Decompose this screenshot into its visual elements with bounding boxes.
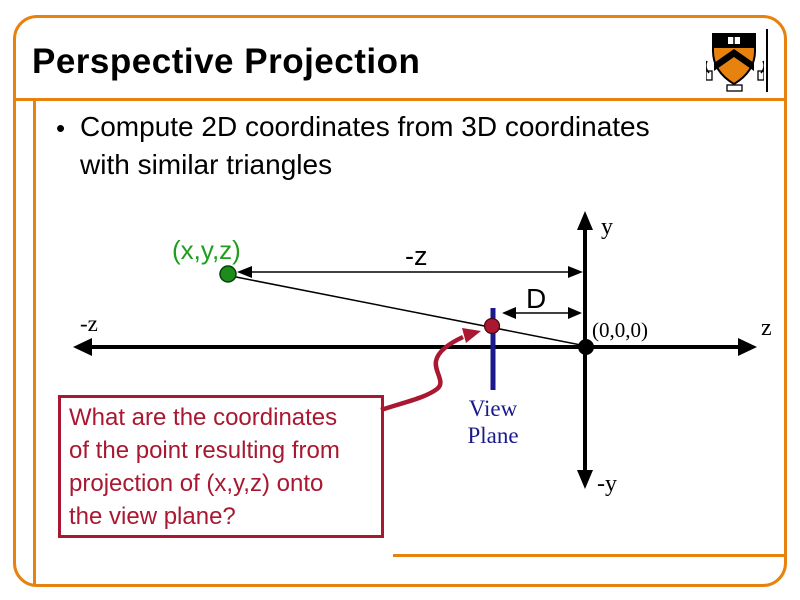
view-plane-label-line1: View	[468, 396, 518, 421]
scene-point-label: (x,y,z)	[172, 235, 241, 265]
view-plane-label: View Plane	[449, 395, 537, 449]
question-line3: projection of (x,y,z) onto	[69, 470, 324, 497]
title-separator-line	[13, 98, 787, 101]
z-axis-label: z	[761, 315, 772, 341]
origin-label: (0,0,0)	[592, 318, 648, 342]
bullet-text-line1: Compute 2D coordinates from 3D coordinat…	[80, 111, 650, 142]
question-line1: What are the coordinates	[69, 404, 338, 431]
princeton-shield-icon	[706, 33, 764, 92]
logo-divider-line	[766, 29, 768, 92]
page-title: Perspective Projection	[32, 42, 421, 81]
neg-z-distance-label: -z	[405, 241, 428, 271]
neg-y-axis-label: -y	[597, 471, 617, 497]
slide-border	[13, 15, 787, 587]
question-line4: the view plane?	[69, 503, 236, 530]
question-line2: of the point resulting from	[69, 437, 340, 464]
bullet-marker: •	[56, 113, 66, 143]
bullet-text-line2: with similar triangles	[80, 149, 333, 180]
view-plane-label-line2: Plane	[467, 423, 519, 448]
left-margin-line	[33, 100, 36, 584]
bottom-margin-line	[393, 554, 784, 557]
neg-z-axis-label: -z	[80, 311, 98, 336]
y-axis-label: y	[601, 214, 613, 240]
d-distance-label: D	[526, 283, 547, 314]
question-callout-box: What are the coordinates of the point re…	[58, 395, 384, 538]
